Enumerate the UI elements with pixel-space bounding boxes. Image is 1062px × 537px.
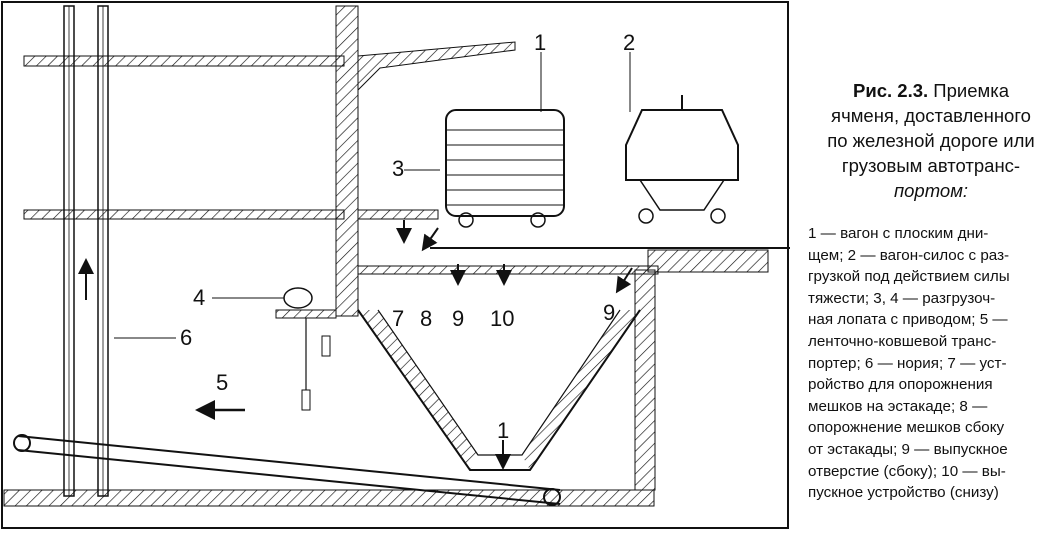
central-column <box>335 5 359 317</box>
label-7: 7 <box>392 306 404 331</box>
legend-line: грузкой под действием силы <box>808 268 1010 286</box>
caption-title-line5: портом: <box>893 180 969 201</box>
label-5-conveyor: 5 <box>216 370 228 395</box>
silo-wagon <box>625 95 739 224</box>
reception-diagram: 1 2 3 4 5 6 7 8 9 10 9 1 <box>1 1 790 529</box>
leader-lines <box>114 52 631 339</box>
legend-line: пускное устройство (снизу) <box>808 484 999 502</box>
legend-line: портер; 6 — нория; 7 — уст- <box>808 354 1007 372</box>
label-9: 9 <box>452 306 464 331</box>
caption-title-line3: по железной дороге или <box>827 130 1035 151</box>
diagram-figure: 1 2 3 4 5 6 7 8 9 10 9 1 <box>1 1 790 529</box>
label-2-silo-wagon: 2 <box>623 30 635 55</box>
label-1-wagon: 1 <box>534 30 546 55</box>
legend-line: ная лопата с приводом; 5 — <box>808 311 1008 329</box>
label-1-hopper: 1 <box>497 418 509 443</box>
caption-title: Рис. 2.3. Приемка ячменя, доставленного … <box>808 78 1054 203</box>
label-8: 8 <box>420 306 432 331</box>
caption-panel: Рис. 2.3. Приемка ячменя, доставленного … <box>800 0 1062 532</box>
pit-right-wall <box>634 269 656 491</box>
unloading-platform <box>357 247 790 275</box>
belt-conveyor <box>13 400 561 506</box>
legend-line: мешков на эстакаде; 8 — <box>808 397 988 415</box>
bucket-elevator <box>63 5 109 497</box>
pit-floor <box>3 489 655 507</box>
legend-line: ройство для опорожнения <box>808 376 993 394</box>
legend-line: тяжести; 3, 4 — разгрузоч- <box>808 289 996 307</box>
label-9-side: 9 <box>603 300 615 325</box>
legend-line: отверстие (сбоку); 10 — вы- <box>808 462 1006 480</box>
receiving-hopper <box>357 309 641 471</box>
figure-number: Рис. 2.3. <box>853 80 929 101</box>
legend-line: от эстакады; 9 — выпускное <box>808 440 1008 458</box>
shovel-drive <box>275 287 337 411</box>
label-3-shovel: 3 <box>392 156 404 181</box>
caption-title-line2: ячменя, доставленного <box>831 105 1031 126</box>
label-10: 10 <box>490 306 514 331</box>
caption-title-line4: грузовым автотранс- <box>841 155 1021 176</box>
boxcar-wagon <box>445 109 565 228</box>
frame-border <box>1 1 789 529</box>
discharge-arrows <box>396 220 633 470</box>
label-6-elevator: 6 <box>180 325 192 350</box>
middle-floor-slab <box>23 209 439 220</box>
caption-title-line1: Приемка <box>933 80 1009 101</box>
caption-legend: 1 — вагон с плоским дни- щем; 2 — вагон-… <box>808 223 1054 504</box>
label-4-drive: 4 <box>193 285 205 310</box>
legend-line: 1 — вагон с плоским дни- <box>808 225 989 242</box>
legend-line: ленточно-ковшевой транс- <box>808 332 997 350</box>
legend-line: опорожнение мешков сбоку <box>808 419 1005 437</box>
legend-line: щем; 2 — вагон-силос с раз- <box>808 246 1010 264</box>
